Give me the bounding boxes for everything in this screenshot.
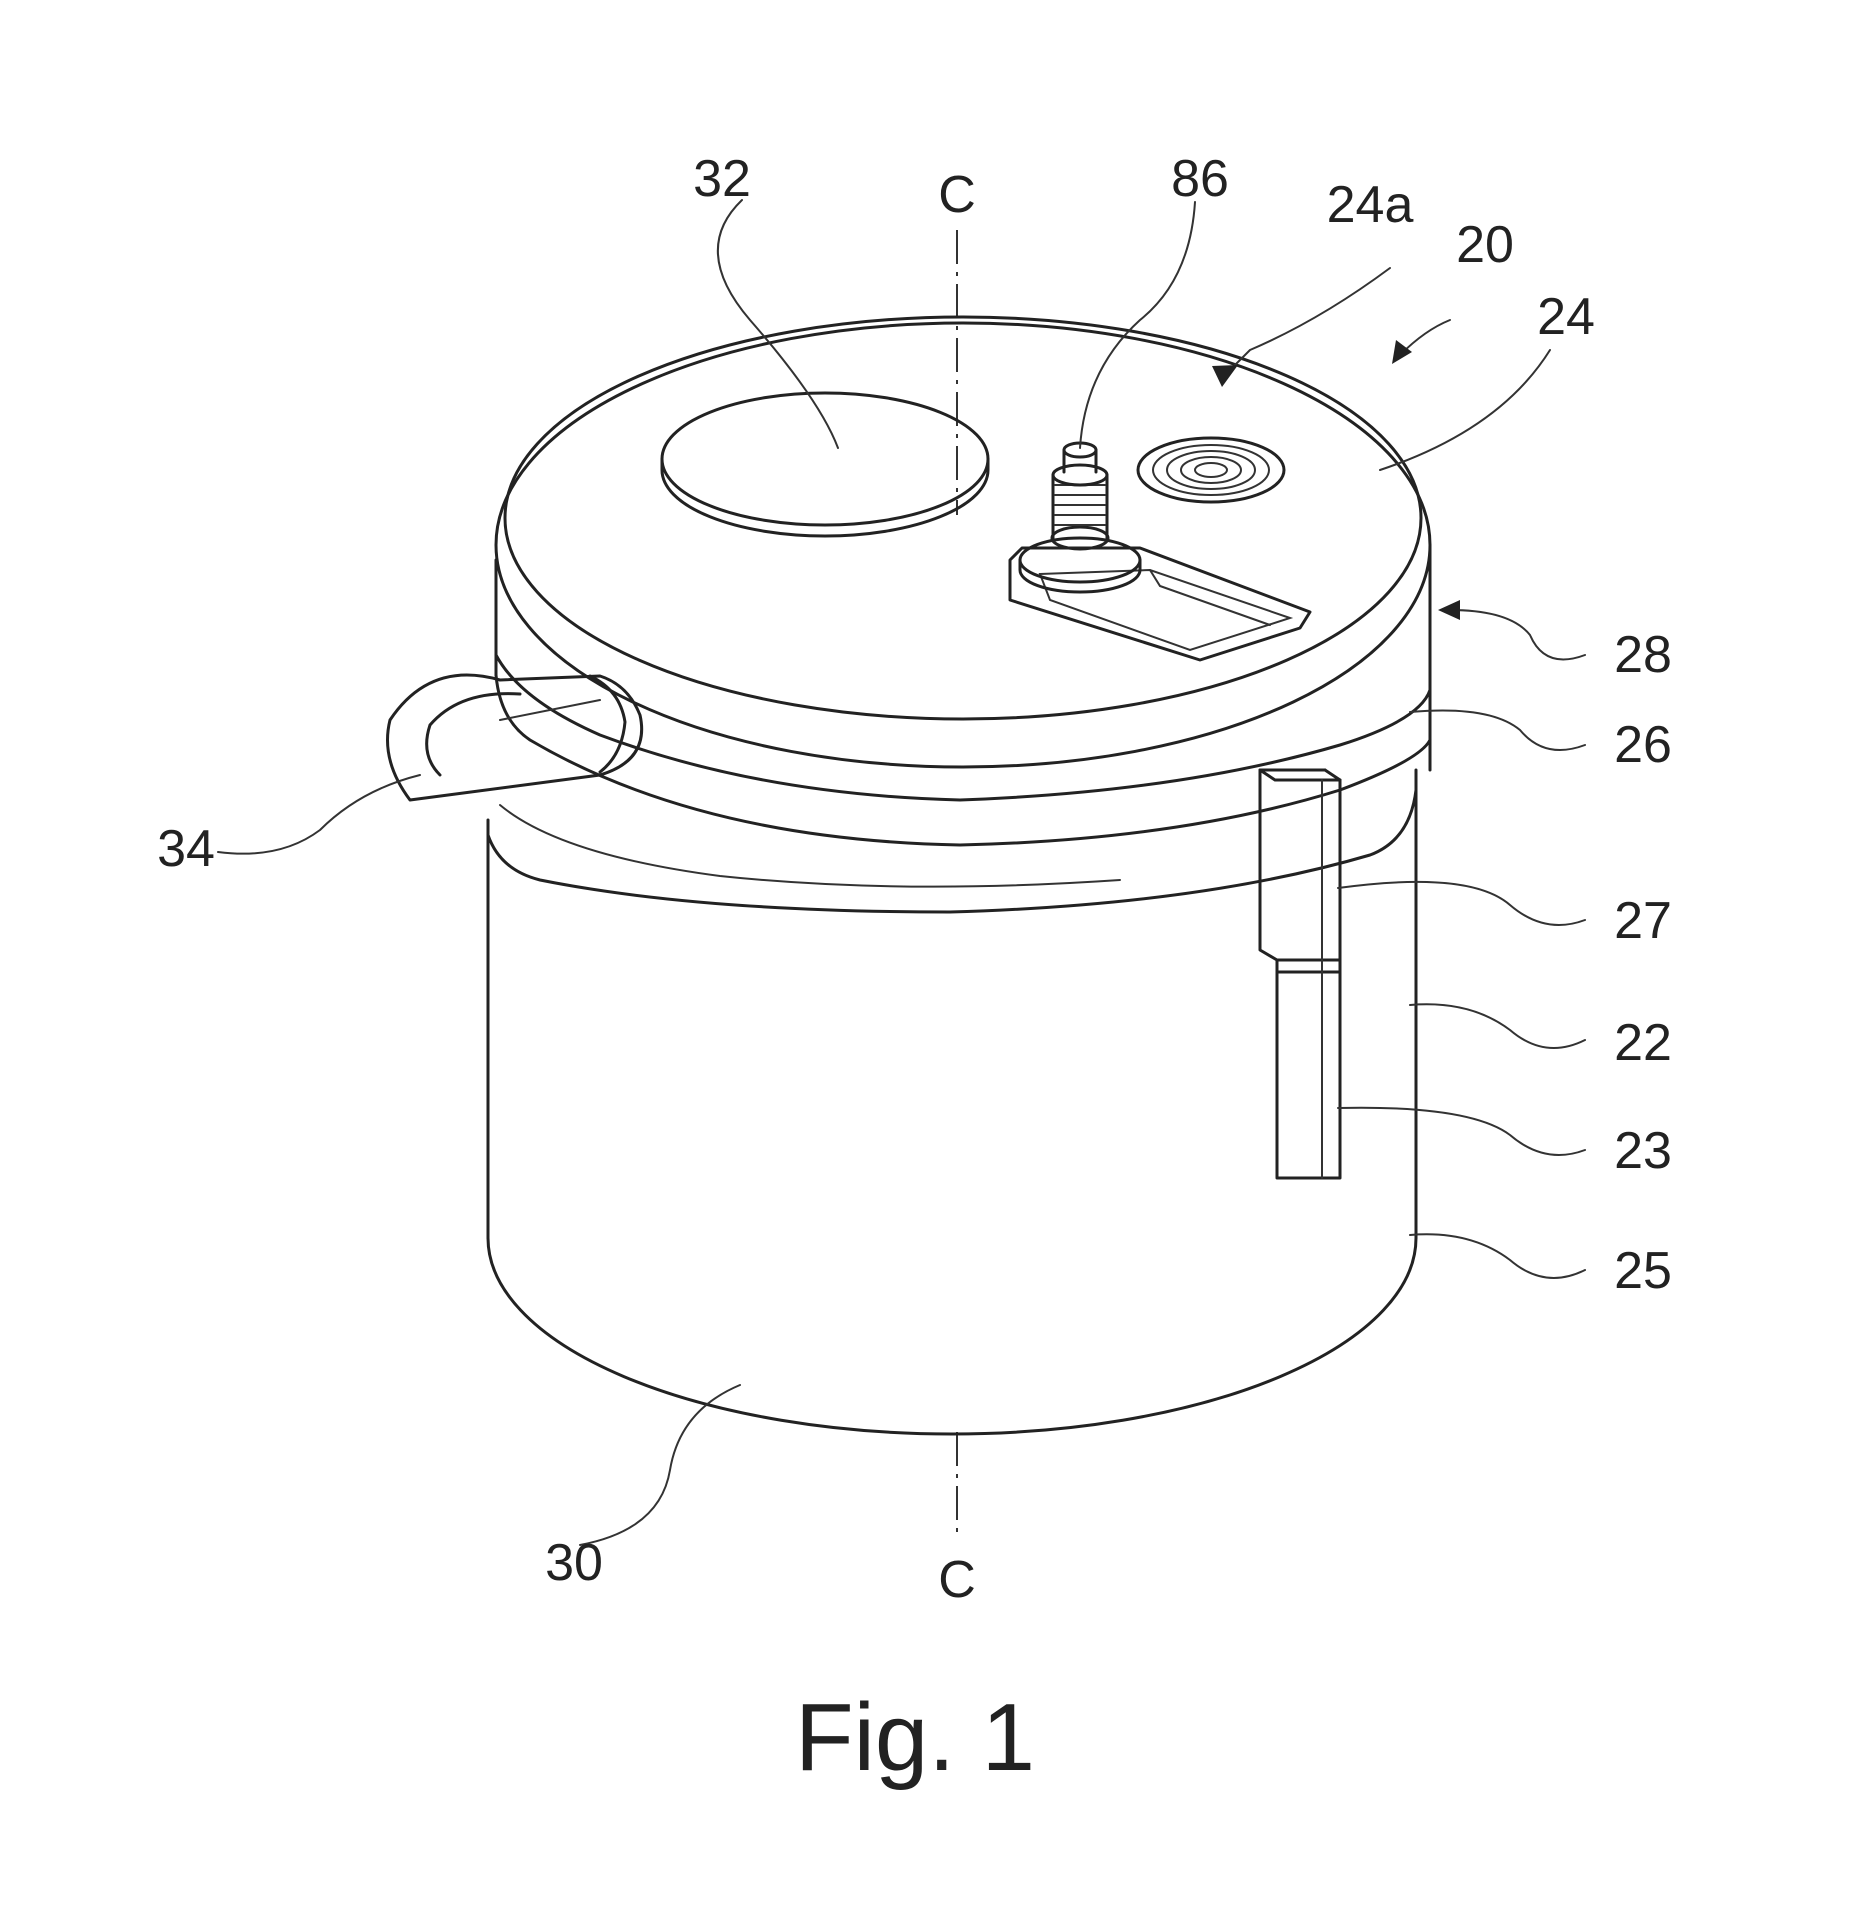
valve <box>1018 441 1142 594</box>
arrowhead-20 <box>1392 340 1412 364</box>
leader-22 <box>1409 1003 1586 1049</box>
label-23: 23 <box>1614 1122 1672 1180</box>
container-body <box>486 768 1418 1436</box>
label-26: 26 <box>1614 716 1672 774</box>
arrowhead-24a <box>1212 365 1238 387</box>
leader-34 <box>217 774 421 855</box>
leader-27 <box>1337 880 1586 926</box>
arrowhead-28 <box>1438 600 1460 620</box>
indicator-strip <box>1258 768 1342 1180</box>
leader-32 <box>716 199 839 449</box>
leader-lines <box>217 199 1586 1546</box>
label-22: 22 <box>1614 1014 1672 1072</box>
label-27: 27 <box>1614 892 1672 950</box>
label-30: 30 <box>545 1534 603 1592</box>
leader-23 <box>1337 1106 1586 1156</box>
leader-28 <box>1449 609 1586 661</box>
cap <box>660 391 990 538</box>
reference-labels: 32 C 86 24a 20 24 28 26 34 27 22 23 25 3… <box>157 150 1672 1609</box>
label-32: 32 <box>693 150 751 208</box>
lid-slot <box>1008 546 1312 662</box>
label-c-top: C <box>938 166 976 224</box>
leader-24a <box>1224 267 1391 376</box>
label-24: 24 <box>1537 288 1595 346</box>
leader-26 <box>1409 709 1586 751</box>
label-c-bottom: C <box>938 1551 976 1609</box>
handle <box>386 673 644 802</box>
label-24a: 24a <box>1327 176 1414 234</box>
label-28: 28 <box>1614 626 1672 684</box>
leader-25 <box>1409 1233 1586 1279</box>
band <box>494 543 1432 847</box>
label-34: 34 <box>157 820 215 878</box>
leader-24 <box>1379 349 1551 471</box>
leader-30 <box>579 1384 741 1546</box>
leader-86 <box>1079 201 1196 449</box>
lid <box>494 315 1432 769</box>
label-86: 86 <box>1171 150 1229 208</box>
label-25: 25 <box>1614 1242 1672 1300</box>
spiral-element <box>1136 436 1286 504</box>
figure-caption: Fig. 1 <box>795 1684 1035 1791</box>
label-20: 20 <box>1456 216 1514 274</box>
